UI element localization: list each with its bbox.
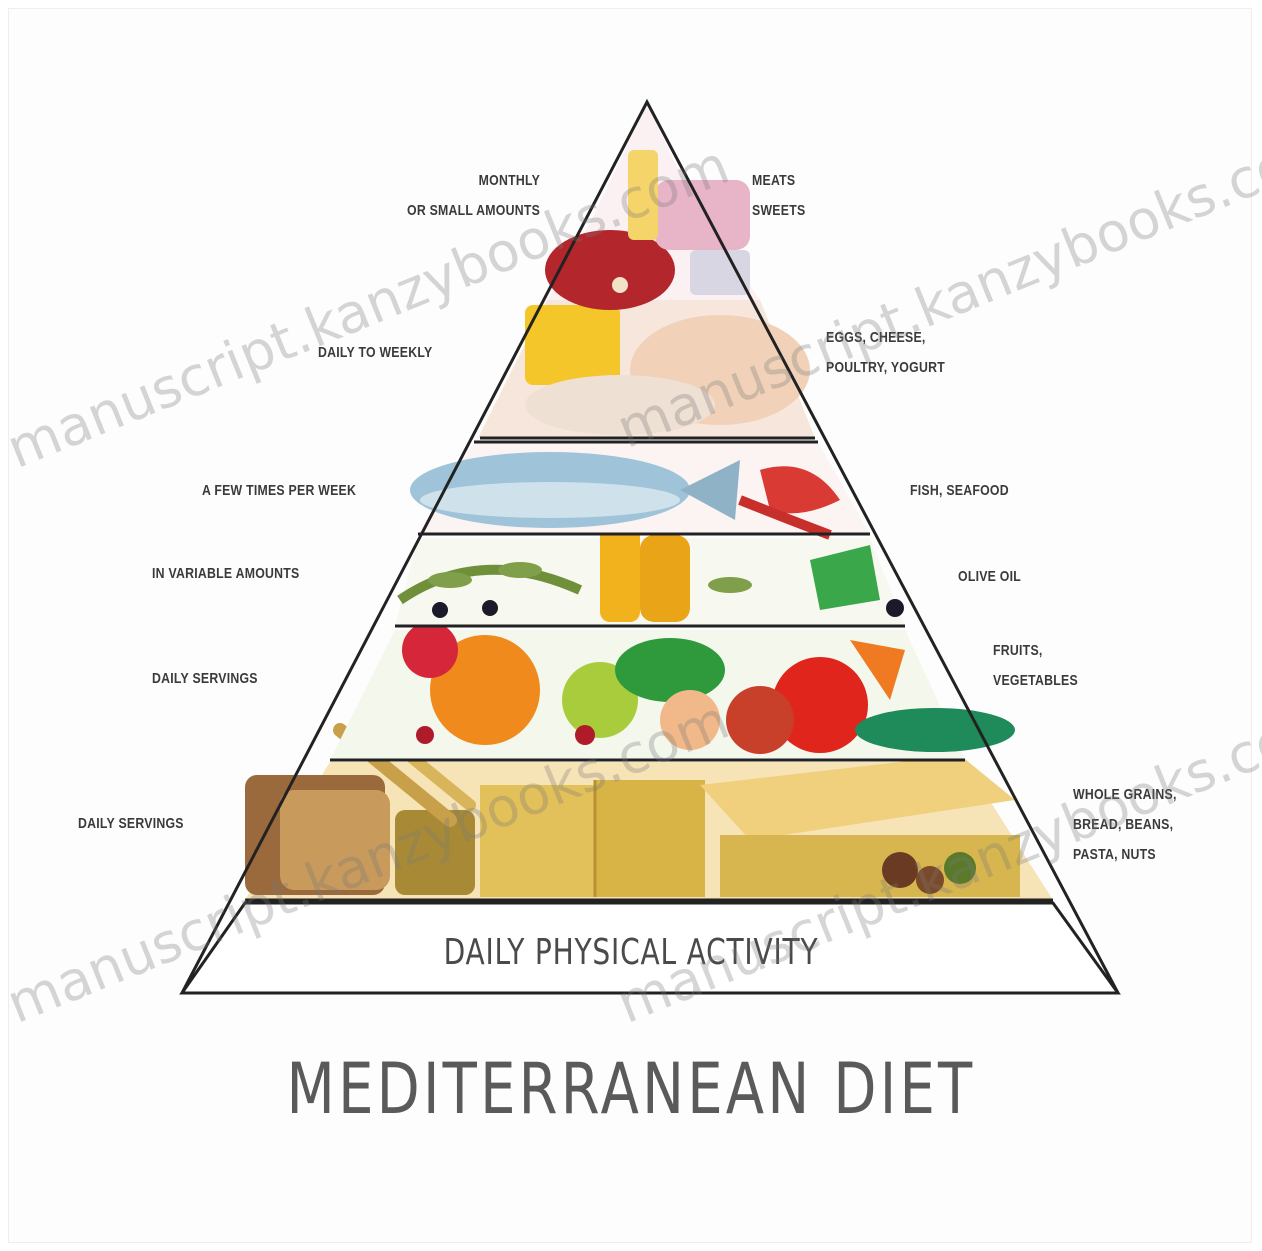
tier4-foods-label: OLIVE OIL [958, 568, 1021, 585]
tier2-frequency-label: DAILY TO WEEKLY [318, 344, 432, 361]
tier2-foods-label: EGGS, CHEESE, POULTRY, YOGURT [826, 323, 945, 383]
fish-seafood-tier-illustration [410, 442, 870, 535]
tier3-foods-label: FISH, SEAFOOD [910, 482, 1009, 499]
fruits-vegetables-tier-illustration [330, 622, 1015, 760]
tier5-foods-label: FRUITS, VEGETABLES [993, 636, 1078, 696]
tier1-foods-label: MEATS SWEETS [752, 166, 805, 226]
tier4-frequency-label: IN VARIABLE AMOUNTS [152, 565, 299, 582]
tier1-frequency-label: MONTHLY OR SMALL AMOUNTS [407, 166, 540, 226]
tier6-frequency-label: DAILY SERVINGS [78, 815, 184, 832]
tier3-frequency-label: A FEW TIMES PER WEEK [202, 482, 356, 499]
meat-sweets-tier-illustration [545, 104, 760, 310]
tier5-frequency-label: DAILY SERVINGS [152, 670, 258, 687]
dairy-poultry-tier-illustration [478, 300, 815, 438]
tier6-foods-label: WHOLE GRAINS, BREAD, BEANS, PASTA, NUTS [1073, 780, 1177, 870]
physical-activity-label: DAILY PHYSICAL ACTIVITY [139, 932, 1123, 973]
diagram-title: MEDITERRANEAN DIET [126, 1048, 1136, 1130]
